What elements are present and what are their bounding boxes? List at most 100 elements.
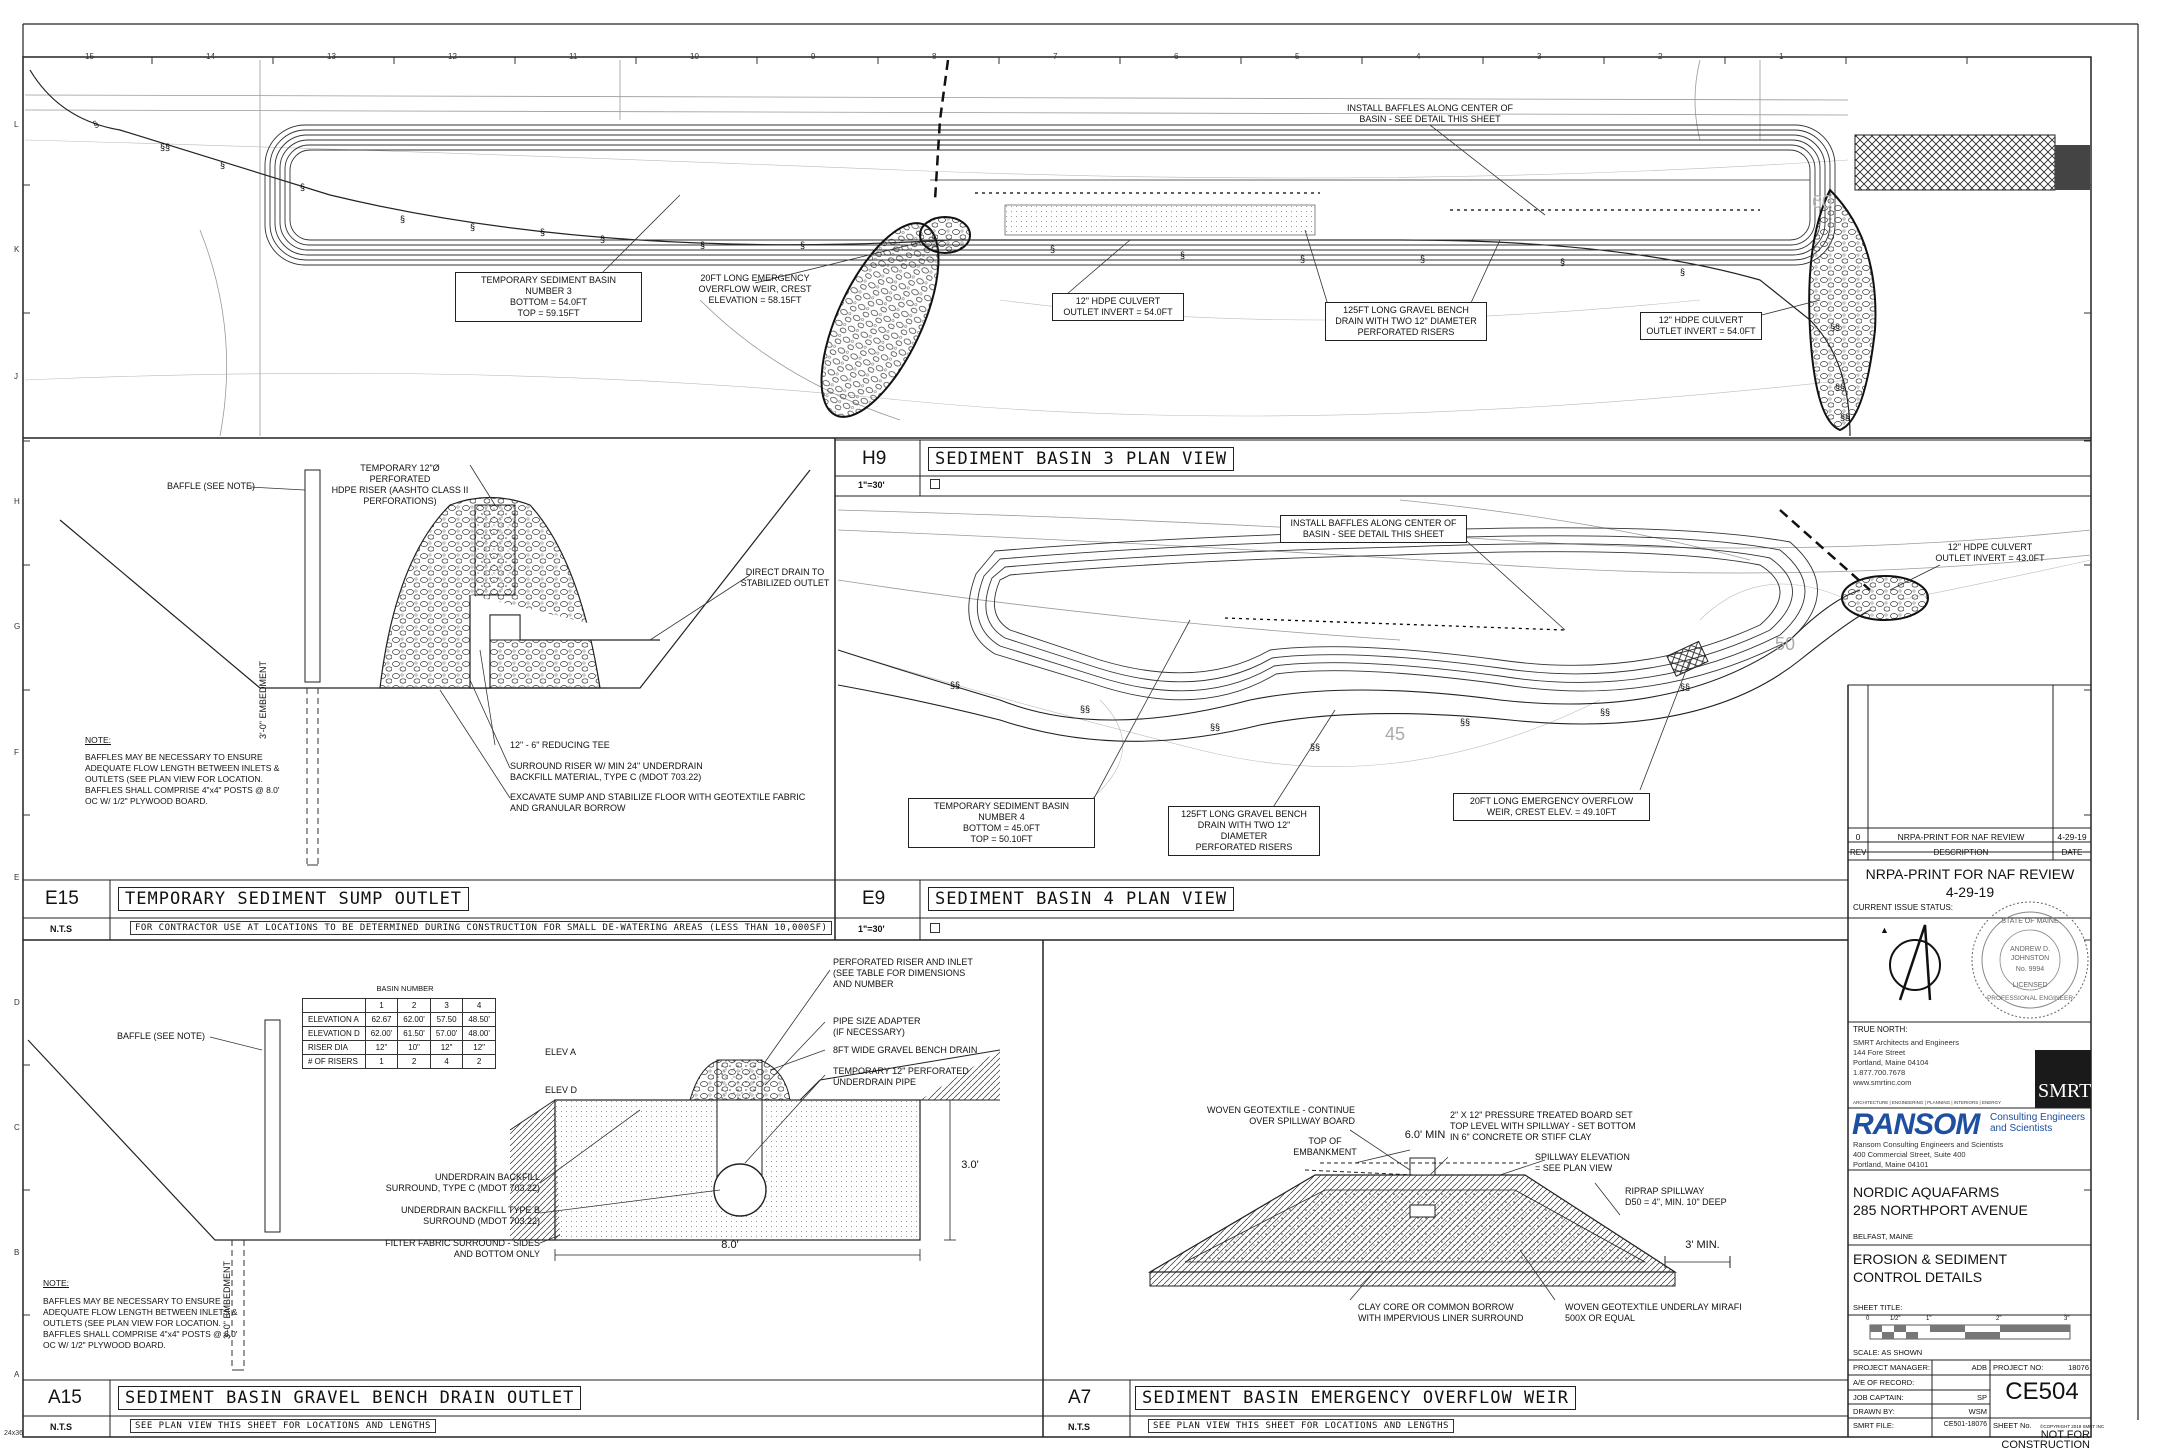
smrt-logo: SMRT (2038, 1080, 2092, 1102)
seal-name: ANDREW D. JOHNSTON (2009, 946, 2051, 962)
table-header (302, 998, 366, 1013)
svg-text:§: § (1300, 254, 1305, 264)
label-elev-d: ELEV D (545, 1085, 578, 1095)
table-cell: 2 (462, 1054, 496, 1069)
sheet-no-label: SHEET No. (1993, 1421, 2032, 1430)
note-text-a15: BAFFLES MAY BE NECESSARY TO ENSURE ADEQU… (43, 1296, 238, 1350)
detail-subtitle-e15: FOR CONTRACTOR USE AT LOCATIONS TO BE DE… (130, 921, 833, 935)
ransom-address: Ransom Consulting Engineers and Scientis… (1853, 1140, 2004, 1169)
callout-baffle: BAFFLE (SEE NOTE) (166, 481, 255, 491)
basin-table: 1 2 3 4 ELEVATION A 62.67 62.00' 57.50 4… (302, 998, 496, 1069)
callout-board: 2" X 12" PRESSURE TREATED BOARD SET TOP … (1450, 1110, 1636, 1142)
table-header: 4 (462, 998, 496, 1013)
table-cell: 48.50' (462, 1012, 496, 1027)
callout-basin-3: TEMPORARY SEDIMENT BASIN NUMBER 3 BOTTOM… (455, 272, 642, 322)
seal-licensed: LICENSED (2012, 982, 2048, 989)
row-label: B (14, 1248, 20, 1257)
smrt-disciplines: ARCHITECTURE | ENGINEERING | PLANNING | … (1853, 1100, 2001, 1105)
contour-label-45: 45 (1385, 724, 1405, 744)
svg-text:§: § (1420, 254, 1425, 264)
sheet-size-code: 24x36 (4, 1430, 24, 1437)
table-cell: 12" (429, 1040, 464, 1055)
row-label: G (14, 622, 21, 631)
row-label: E (14, 873, 20, 882)
row-label: A (14, 1370, 20, 1379)
svg-text:§: § (470, 222, 475, 232)
callout-surround: SURROUND RISER W/ MIN 24" UNDERDRAIN BAC… (510, 761, 703, 782)
dim-width: 8.0' (721, 1239, 739, 1251)
issue-date: 4-29-19 (1945, 884, 1995, 900)
callout-bench-drain: 8FT WIDE GRAVEL BENCH DRAIN (833, 1045, 978, 1055)
embedment-dim: 3'-0" EMBEDMENT (258, 661, 268, 739)
detail-code-h9: H9 (862, 448, 887, 469)
table-cell: 61.50' (397, 1026, 431, 1041)
row-label: F (14, 748, 19, 757)
callout-weir-4: 20FT LONG EMERGENCY OVERFLOW WEIR, CREST… (1453, 793, 1650, 821)
table-cell: 1 (364, 1054, 399, 1069)
table-cell: RISER DIA (302, 1040, 366, 1055)
contour-label-60: 60 (1812, 192, 1832, 212)
project-name: NORDIC AQUAFARMS 285 NORTHPORT AVENUE (1853, 1184, 2028, 1218)
row-label: L (14, 120, 19, 129)
rev-header: DATE (2061, 848, 2083, 857)
svg-text:§§: §§ (950, 680, 960, 690)
svg-text:§§: §§ (1460, 717, 1470, 727)
detail-scale-a7: N.T.S (1068, 1422, 1091, 1432)
true-north-label: TRUE NORTH: (1853, 1025, 1908, 1034)
callout-baffles-4: INSTALL BAFFLES ALONG CENTER OF BASIN - … (1280, 515, 1467, 543)
col-label: 11 (569, 52, 578, 61)
col-label: 1 (1779, 52, 1784, 61)
col-label: 2 (1658, 52, 1663, 61)
note-text: BAFFLES MAY BE NECESSARY TO ENSURE ADEQU… (85, 752, 280, 806)
table-caption: BASIN NUMBER (376, 984, 434, 993)
svg-text:§: § (540, 227, 545, 237)
svg-text:§§: §§ (1210, 722, 1220, 732)
contour-label-50: 50 (1775, 634, 1795, 654)
table-cell: 2 (397, 1054, 431, 1069)
table-row: # OF RISERS 1 2 4 2 (302, 1054, 496, 1069)
field-value: ADB (1971, 1363, 1987, 1372)
callout-inlet: PERFORATED RISER AND INLET (SEE TABLE FO… (833, 957, 973, 989)
detail-title-h9: SEDIMENT BASIN 3 PLAN VIEW (928, 447, 1235, 471)
detail-title-e9: SEDIMENT BASIN 4 PLAN VIEW (928, 887, 1235, 911)
detail-scale-a15: N.T.S (50, 1422, 73, 1432)
field-label: SMRT FILE: (1853, 1421, 1894, 1430)
note-heading: NOTE: (85, 735, 111, 745)
table-header-row: 1 2 3 4 (302, 998, 496, 1013)
col-label: 9 (811, 52, 816, 61)
table-header: 2 (397, 998, 431, 1013)
dim-height: 3.0' (961, 1159, 979, 1171)
table-header: 1 (364, 998, 399, 1013)
table-cell: 48.00' (462, 1026, 496, 1041)
field-label: DRAWN BY: (1853, 1407, 1895, 1416)
callout-culvert-4: 12" HDPE CULVERT OUTLET INVERT = 43.0FT (1935, 542, 2045, 563)
rev-header: DESCRIPTION (1933, 848, 1989, 857)
rev-date: 4-29-19 (2057, 832, 2087, 842)
detail-title-e15: TEMPORARY SEDIMENT SUMP OUTLET (118, 887, 470, 911)
svg-text:§: § (1560, 257, 1565, 267)
callout-culvert-a: 12" HDPE CULVERT OUTLET INVERT = 54.0FT (1052, 293, 1184, 321)
rev-header: REV (1850, 848, 1867, 857)
detail-code-a7: A7 (1068, 1387, 1092, 1408)
col-label: 14 (206, 52, 215, 61)
svg-text:§§: §§ (1680, 682, 1690, 692)
subtitle-box-e9 (930, 923, 940, 933)
detail-subtitle-a15: SEE PLAN VIEW THIS SHEET FOR LOCATIONS A… (130, 1419, 436, 1433)
col-label: 6 (1174, 52, 1179, 61)
detail-code-e9: E9 (862, 888, 886, 909)
table-cell: 12" (462, 1040, 496, 1055)
sheet-title-label: SHEET TITLE: (1853, 1303, 1903, 1312)
table-row: RISER DIA 12" 10" 12" 12" (302, 1040, 496, 1055)
col-label: 12 (448, 52, 457, 61)
scale-tick: 0 (1866, 1316, 1870, 1322)
col-label: 8 (932, 52, 937, 61)
table-cell: ELEVATION D (302, 1026, 366, 1041)
col-label: 13 (327, 52, 336, 61)
row-label: K (14, 245, 20, 254)
sheet-number: CE504 (2005, 1378, 2079, 1405)
col-label: 10 (690, 52, 699, 61)
table-cell: 62.00' (364, 1026, 399, 1041)
detail-title-a15: SEDIMENT BASIN GRAVEL BENCH DRAIN OUTLET (118, 1386, 582, 1410)
table-cell: 4 (429, 1054, 464, 1069)
